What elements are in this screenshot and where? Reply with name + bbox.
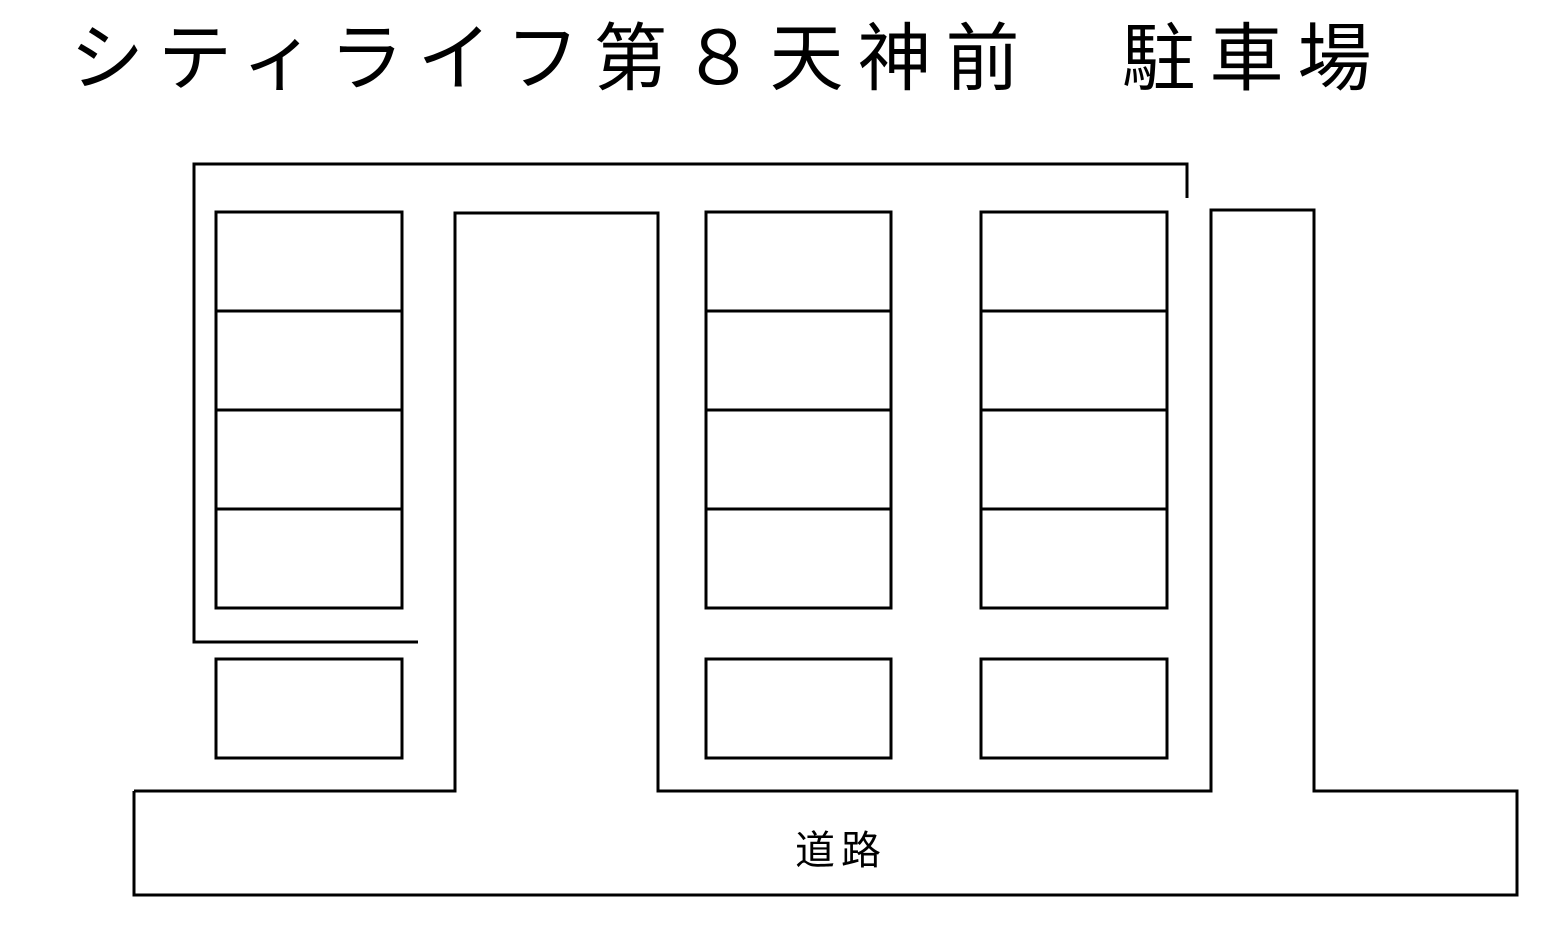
- parking-space-R5: [979, 657, 1169, 760]
- parking-space-R3: [979, 408, 1169, 511]
- parking-space-L1: [214, 210, 404, 313]
- parking-space-M1: [704, 210, 893, 313]
- road-label: 道路: [795, 828, 887, 874]
- parking-space-L5: [214, 657, 404, 760]
- parking-space-M3: [704, 408, 893, 511]
- center-block: [132, 208, 1519, 897]
- parking-space-M2: [704, 309, 893, 412]
- parking-space-R2: [979, 309, 1169, 412]
- parking-space-R4: [979, 507, 1169, 610]
- outer-top-wall: [192, 162, 1189, 644]
- parking-space-M5: [704, 657, 893, 760]
- parking-space-M4: [704, 507, 893, 610]
- page-title: シティライフ第８天神前 駐車場: [70, 16, 1386, 102]
- parking-space-L4: [214, 507, 404, 610]
- parking-space-L3: [214, 408, 404, 511]
- parking-space-L2: [214, 309, 404, 412]
- parking-space-R1: [979, 210, 1169, 313]
